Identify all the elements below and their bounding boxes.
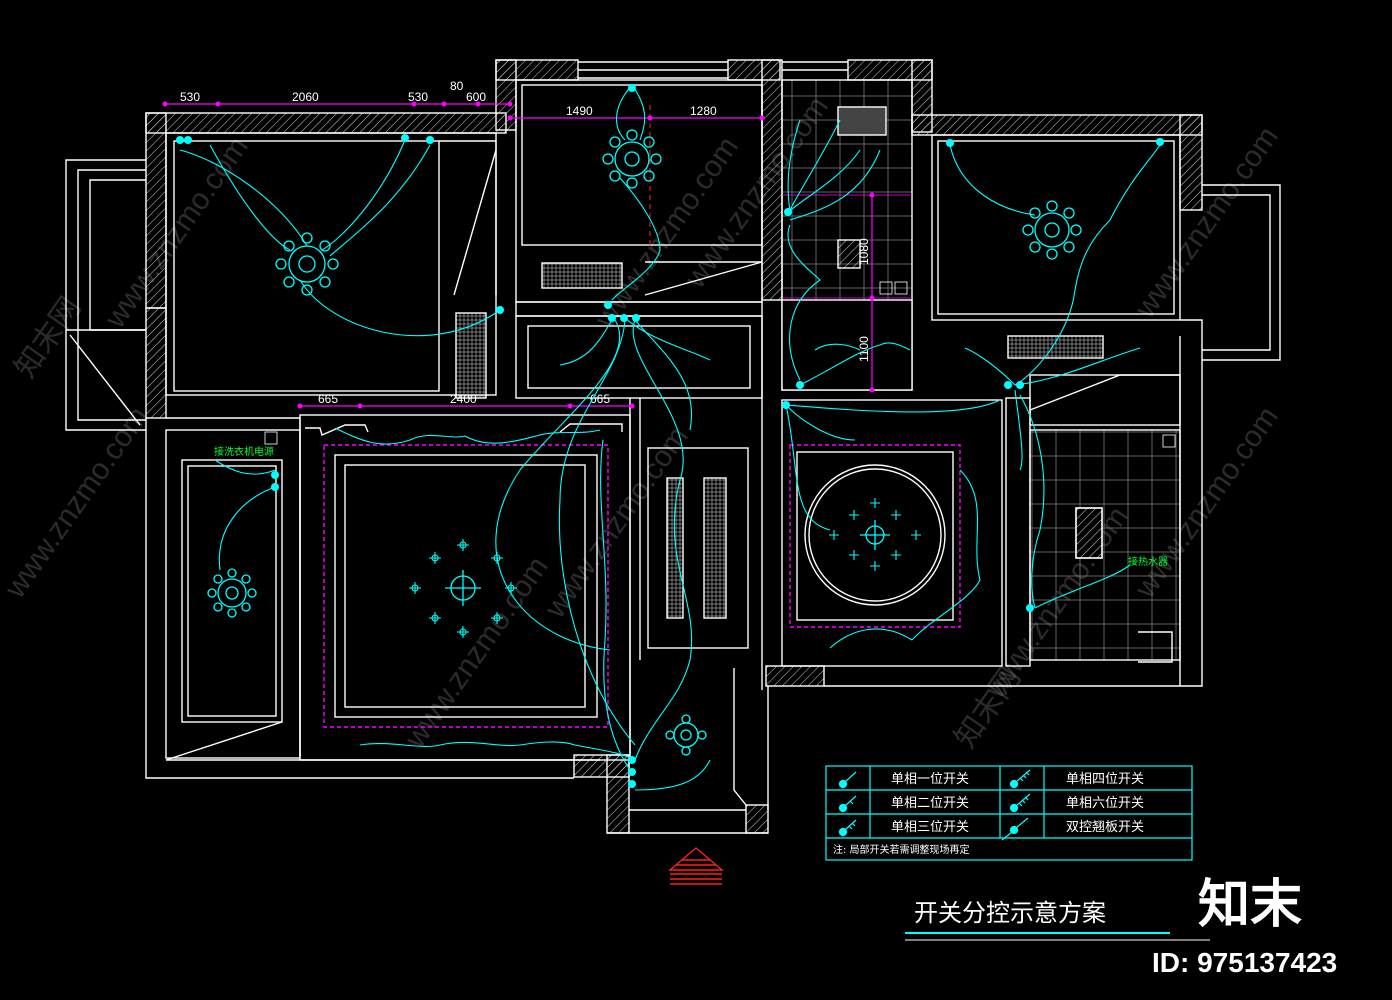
dim-label: 530 (180, 90, 200, 104)
quad-switch-icon (1009, 769, 1031, 789)
switch-icon (620, 314, 628, 322)
double-switch-icon (838, 795, 857, 813)
switch-icon (176, 136, 184, 144)
drawing-title: 开关分控示意方案 (914, 899, 1106, 927)
switch-icon (1156, 138, 1164, 146)
switch-icon (628, 84, 636, 92)
switch-icon (784, 208, 792, 216)
drawing-title-block: 开关分控示意方案 (905, 899, 1210, 941)
dimensions: 530 2060 530 80 600 1490 1280 665 2400 6… (162, 79, 912, 409)
dim-label: 665 (318, 392, 338, 406)
switch-icon (184, 136, 192, 144)
brand-logo: 知末 (1198, 875, 1302, 935)
legend-label: 单相四位开关 (1066, 772, 1144, 787)
dim-label: 80 (450, 79, 464, 93)
switch-icon (1016, 381, 1024, 389)
chandelier-icon (665, 714, 707, 756)
downlight-icon (409, 498, 921, 638)
switch-icon (628, 768, 636, 776)
switch-icon (496, 306, 504, 314)
chandelier-icon (602, 129, 662, 189)
switch-icon (271, 471, 279, 479)
legend-note: 注: 局部开关若需调整现场再定 (833, 843, 970, 856)
six-switch-icon (1009, 793, 1031, 813)
wiring (179, 84, 1161, 791)
switch-symbols (176, 84, 1164, 788)
watermark-text: www.znzmo.com (98, 131, 255, 335)
legend-label: 双控翘板开关 (1066, 820, 1144, 835)
single-switch-icon (838, 771, 857, 789)
switch-icon (608, 314, 616, 322)
switch-icon (401, 134, 409, 142)
switch-icon (946, 139, 954, 147)
dim-label: 1490 (566, 104, 593, 118)
watermark-text: www.znzmo.com (0, 401, 155, 605)
chandelier-icon (207, 568, 257, 618)
legend-label: 单相二位开关 (891, 796, 969, 811)
switch-icon (628, 756, 636, 764)
switch-icon (1026, 604, 1034, 612)
legend-label: 单相一位开关 (891, 772, 969, 787)
dim-label: 2400 (450, 392, 477, 406)
switch-icon (426, 136, 434, 144)
switch-icon (632, 314, 640, 322)
image-id: ID: 975137423 (1152, 947, 1337, 978)
dim-label: 1100 (857, 336, 871, 362)
switch-icon (1004, 381, 1012, 389)
dim-label: 530 (408, 90, 428, 104)
dim-label: 600 (466, 90, 486, 104)
watermark-text: www.znzmo.com (398, 551, 555, 755)
switch-icon (782, 401, 790, 409)
entrance-arrow-icon (668, 847, 724, 885)
ceiling-light-icon (445, 570, 481, 606)
water-heater-label: 接热水器 (1128, 555, 1168, 568)
watermark-text: www.znzmo.com (1128, 121, 1285, 325)
walls (65, 59, 1281, 834)
dim-label: 2060 (292, 90, 319, 104)
switch-icon (628, 780, 636, 788)
legend-label: 单相六位开关 (1066, 796, 1144, 811)
chandelier-icon (1022, 200, 1082, 260)
watermark-cn: 知末网 (9, 291, 88, 384)
dim-label: 1080 (857, 238, 871, 265)
switch-icon (604, 301, 612, 309)
switch-icon (271, 483, 279, 491)
triple-switch-icon (838, 819, 857, 837)
light-fixtures (207, 129, 1082, 756)
chandelier-icon (275, 232, 339, 296)
dim-label: 1280 (690, 104, 717, 118)
switch-icon (796, 381, 804, 389)
ceiling-light-icon (860, 520, 890, 550)
laundry-power-label: 接洗衣机电源 (214, 445, 274, 458)
two-way-switch-icon (1001, 817, 1029, 841)
legend-label: 单相三位开关 (891, 820, 969, 835)
legend-table: 单相一位开关 单相四位开关 单相二位开关 单相六位开关 单相三位开关 双控翘板开… (825, 765, 1193, 861)
